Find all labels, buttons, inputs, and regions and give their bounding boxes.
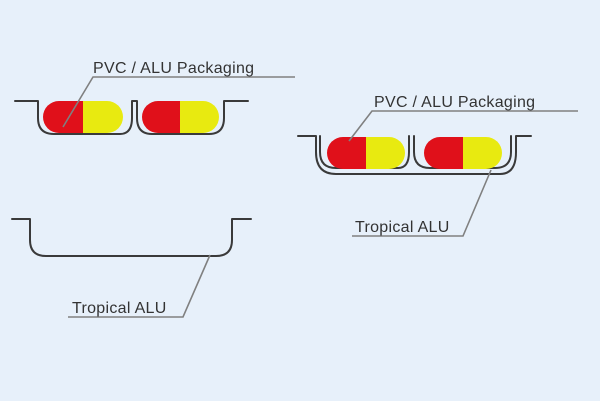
right-combined-packaging — [297, 135, 532, 175]
left-capsule-1-yellow-half — [83, 101, 123, 133]
right-tropical-alu-outer-tray — [297, 135, 532, 175]
right-capsule-2-yellow-half — [463, 137, 502, 169]
left-blister-outline — [14, 100, 249, 135]
right-tropical-leader-line — [352, 169, 492, 237]
right-capsule-1-red-half — [327, 137, 366, 169]
left-pvc-leader-line — [62, 76, 295, 128]
right-tropical-alu-label: Tropical ALU — [355, 219, 450, 236]
right-capsule-2-red-half — [424, 137, 463, 169]
left-capsule-1 — [43, 101, 123, 133]
right-pvc-leader-line — [348, 110, 578, 142]
right-capsule-1 — [327, 137, 405, 169]
right-pvc-alu-label: PVC / ALU Packaging — [374, 94, 535, 111]
left-pvc-alu-label: PVC / ALU Packaging — [93, 60, 254, 77]
left-capsule-2-yellow-half — [180, 101, 219, 133]
left-tropical-alu-label: Tropical ALU — [72, 300, 167, 317]
left-capsule-2-red-half — [142, 101, 180, 133]
left-pvc-alu-blister — [14, 100, 249, 135]
right-capsule-2 — [424, 137, 502, 169]
left-tropical-leader-line — [68, 254, 211, 318]
left-tropical-alu-tray — [11, 218, 252, 257]
left-capsule-2 — [142, 101, 219, 133]
left-capsule-1-red-half — [43, 101, 83, 133]
right-capsule-1-yellow-half — [366, 137, 405, 169]
